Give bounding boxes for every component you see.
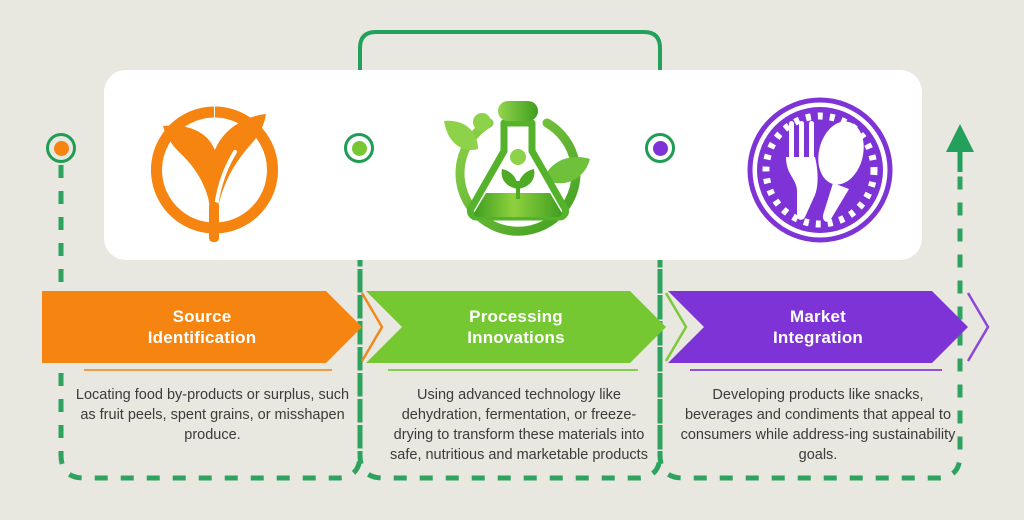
step-3-title-line2: Integration — [772, 328, 864, 347]
step-2-chevron-echo — [664, 292, 688, 362]
step-1-title-line1: Source — [172, 307, 232, 326]
step-1-underline — [84, 369, 332, 371]
node-dot-step-2-core — [351, 140, 367, 156]
step-1-title-line2: Identification — [147, 328, 257, 347]
step-1-banner[interactable]: Source Identification — [42, 291, 384, 371]
step-2-banner-fill — [366, 291, 666, 363]
step-1-chevron-echo — [360, 292, 384, 362]
step-2-banner[interactable]: Processing Innovations — [366, 291, 688, 371]
step-3-banner[interactable]: Market Integration — [668, 291, 990, 371]
step-1-banner-fill — [42, 291, 362, 363]
step-3-chevron-echo — [966, 292, 990, 362]
flow-end-arrow — [946, 124, 974, 172]
step-2-icon-wrap — [428, 85, 608, 255]
dashed-loop-3 — [657, 165, 963, 481]
step-3-underline — [690, 369, 942, 371]
step-2-underline — [388, 369, 638, 371]
top-solid-curve — [358, 30, 662, 138]
step-3-banner-label: Market Integration — [668, 291, 968, 363]
step-1-banner-label: Source Identification — [42, 291, 362, 363]
step-1-icon-wrap — [125, 85, 305, 255]
node-dot-step-1[interactable] — [46, 133, 76, 163]
step-3-description: Developing products like snacks, beverag… — [680, 387, 956, 463]
step-1-description: Locating food by-products or surplus, su… — [75, 387, 350, 443]
step-2-title-line2: Innovations — [467, 328, 565, 347]
node-dot-step-3[interactable] — [645, 133, 675, 163]
step-3-title-line1: Market — [789, 307, 846, 326]
node-dot-step-3-core — [652, 140, 668, 156]
fork-spoon-badge-icon — [747, 97, 893, 243]
node-dot-step-1-core — [53, 140, 69, 156]
sprout-leaves-circle-icon — [151, 106, 278, 242]
step-2-banner-label: Processing Innovations — [366, 291, 666, 363]
step-2-title-line1: Processing — [469, 307, 563, 326]
step-3-banner-fill — [668, 291, 968, 363]
flask-plant-circle-icon — [444, 101, 590, 236]
step-2-description: Using advanced technology like dehydrati… — [390, 387, 648, 463]
node-dot-step-2[interactable] — [344, 133, 374, 163]
step-3-icon-wrap — [730, 85, 910, 255]
